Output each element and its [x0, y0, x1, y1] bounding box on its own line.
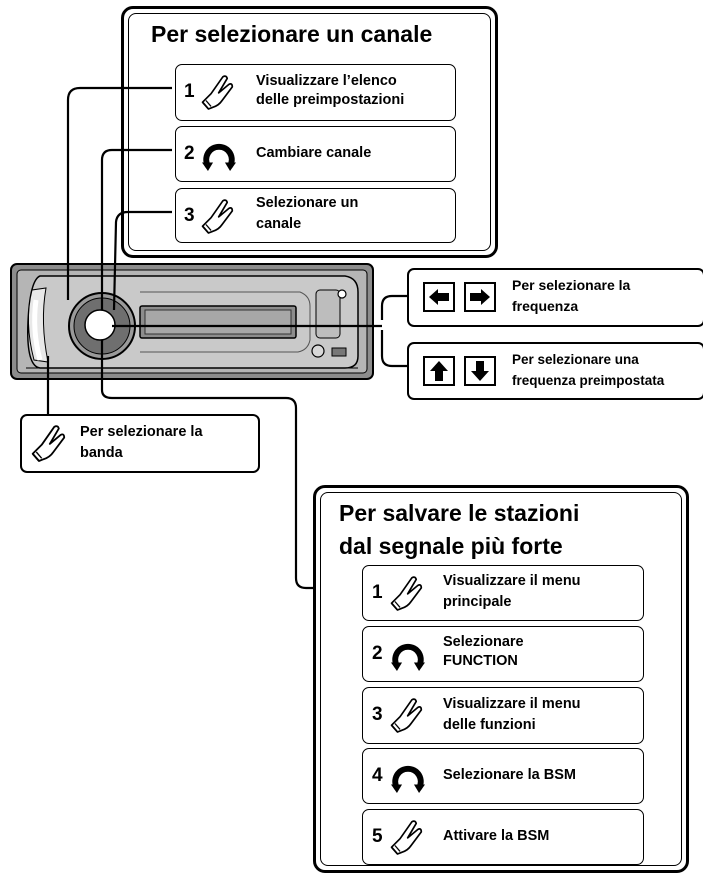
step-text-line2: principale — [443, 594, 512, 610]
band-text-line2: banda — [80, 445, 123, 461]
frequency-text-line1: Per selezionare la — [512, 277, 631, 293]
band-text-line1: Per selezionare la — [80, 424, 203, 440]
press-hand-icon — [389, 697, 423, 733]
bottom-panel: Per salvare le stazioni dal segnale più … — [313, 485, 689, 873]
left-arrow-key-icon — [423, 282, 455, 312]
top-panel: Per selezionare un canale 1 Visualizzare… — [121, 6, 498, 258]
up-arrow-key-icon — [423, 356, 455, 386]
press-hand-icon — [200, 198, 234, 234]
bottom-step-1: 1 Visualizzare il menu principale — [362, 565, 644, 621]
frequency-callout: Per selezionare la frequenza — [407, 268, 703, 327]
top-panel-title: Per selezionare un canale — [151, 21, 433, 47]
rotate-knob-icon — [201, 137, 237, 171]
step-text-line1: Selezionare — [443, 634, 524, 650]
press-hand-icon — [200, 74, 234, 110]
bottom-step-5: 5 Attivare la BSM — [362, 809, 644, 865]
step-text-line2: canale — [256, 216, 302, 232]
step-number: 3 — [372, 704, 383, 725]
step-number: 2 — [184, 143, 195, 164]
step-text-line2: delle funzioni — [443, 717, 536, 733]
frequency-text-line2: frequenza — [512, 298, 579, 314]
bottom-step-4: 4 Selezionare la BSM — [362, 748, 644, 804]
preset-frequency-callout: Per selezionare una frequenza preimposta… — [407, 342, 703, 400]
bottom-step-2: 2 Selezionare FUNCTION — [362, 626, 644, 682]
step-text-line2: FUNCTION — [443, 653, 518, 669]
press-hand-icon — [389, 575, 423, 611]
bottom-panel-title-line1: Per salvare le stazioni — [339, 500, 580, 526]
step-text-line1: Selezionare la BSM — [443, 767, 576, 783]
top-step-2: 2 Cambiare canale — [175, 126, 456, 182]
step-text-line1: Attivare la BSM — [443, 828, 550, 844]
rotate-knob-icon — [390, 759, 426, 793]
step-text-line1: Visualizzare l’elenco — [256, 73, 397, 89]
step-text-line1: Visualizzare il menu — [443, 696, 581, 712]
step-text-line1: Selezionare un — [256, 195, 359, 211]
press-hand-icon — [30, 424, 66, 462]
preset-frequency-text-line1: Per selezionare una — [512, 352, 639, 367]
step-number: 3 — [184, 205, 195, 226]
right-arrow-key-icon — [464, 282, 496, 312]
step-number: 2 — [372, 643, 383, 664]
bottom-panel-title-line2: dal segnale più forte — [339, 533, 563, 559]
preset-frequency-text-line2: frequenza preimpostata — [512, 373, 665, 388]
step-number: 4 — [372, 765, 383, 786]
step-text-line2: delle preimpostazioni — [256, 92, 405, 108]
step-number: 1 — [184, 81, 195, 102]
rotate-knob-icon — [390, 637, 426, 671]
step-text-line1: Visualizzare il menu — [443, 573, 581, 589]
down-arrow-key-icon — [464, 356, 496, 386]
press-hand-icon — [389, 819, 423, 855]
top-step-1: 1 Visualizzare l’elenco delle preimposta… — [175, 64, 456, 121]
band-callout: Per selezionare la banda — [20, 414, 260, 473]
top-step-3: 3 Selezionare un canale — [175, 188, 456, 243]
step-number: 5 — [372, 826, 383, 847]
step-number: 1 — [372, 582, 383, 603]
step-text-line1: Cambiare canale — [256, 145, 372, 161]
bottom-panel-inner-border — [320, 492, 682, 866]
bottom-step-3: 3 Visualizzare il menu delle funzioni — [362, 687, 644, 744]
